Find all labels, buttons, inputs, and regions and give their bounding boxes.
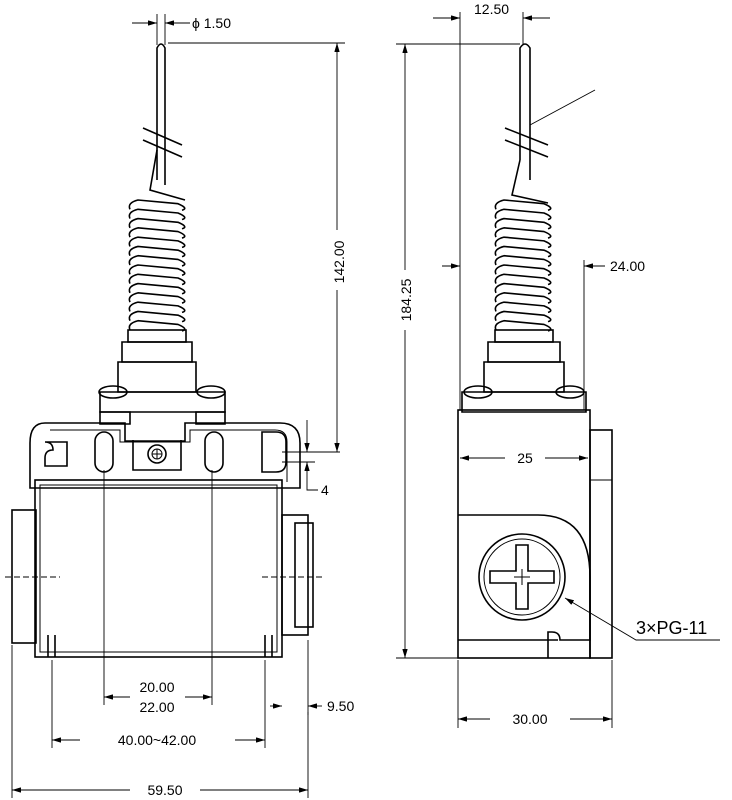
mounting-bracket — [29, 422, 301, 489]
spring-turn — [494, 292, 552, 304]
spring-turn — [128, 273, 186, 286]
spring-turn — [128, 208, 186, 221]
spring-turn — [494, 254, 552, 267]
spring-turn — [128, 292, 186, 304]
spring-turn — [494, 199, 552, 211]
wire-rod-side — [504, 43, 549, 204]
spring-base-side — [461, 329, 587, 413]
label-wire-offset: 12.50 — [474, 1, 509, 17]
spring-turn — [128, 217, 186, 230]
spring-coil — [128, 199, 186, 332]
spring-turn — [128, 282, 186, 295]
spring-turn — [494, 217, 552, 230]
spring-coil-side — [494, 199, 552, 332]
label-spring-width: 24.00 — [610, 258, 645, 274]
spring-turn — [128, 245, 186, 258]
spring-turn — [494, 310, 552, 323]
spring-turn — [494, 273, 552, 286]
spring-turn — [128, 199, 186, 211]
dimension-labels: ϕ 1.50 12.50 142.00 184.25 24.00 25 4 20… — [118, 1, 707, 798]
label-wire-diameter: ϕ 1.50 — [192, 15, 231, 31]
label-slot-spacing-max: 22.00 — [139, 699, 174, 715]
spring-turn — [128, 227, 186, 239]
label-bracket-offset: 4 — [321, 482, 329, 498]
spring-turn — [128, 236, 186, 249]
spring-turn — [494, 245, 552, 258]
spring-turn — [128, 301, 186, 314]
front-view — [5, 43, 322, 658]
label-total-height: 184.25 — [398, 278, 414, 321]
spring-turn — [494, 301, 552, 314]
switch-body — [5, 479, 322, 658]
label-mount-range: 40.00~42.00 — [118, 732, 196, 748]
label-body-inner-width: 25 — [517, 450, 533, 466]
spring-turn — [128, 254, 186, 267]
dimension-lines — [11, 12, 720, 798]
wire-rod — [142, 43, 186, 201]
spring-turn — [494, 236, 552, 249]
label-overall-width: 59.50 — [147, 782, 182, 798]
side-view — [457, 43, 613, 659]
spring-turn — [494, 282, 552, 295]
spring-base — [98, 329, 226, 425]
label-conduit-callout: 3×PG-11 — [636, 618, 707, 638]
label-side-depth: 30.00 — [512, 711, 547, 727]
spring-turn — [494, 208, 552, 221]
switch-body-side — [457, 409, 613, 659]
spring-turn — [128, 264, 186, 276]
spring-turn — [494, 264, 552, 276]
label-rod-length: 142.00 — [331, 240, 347, 283]
spring-turn — [128, 310, 186, 323]
label-slot-spacing-min: 20.00 — [139, 679, 174, 695]
spring-turn — [494, 227, 552, 239]
label-boss-depth: 9.50 — [327, 698, 354, 714]
